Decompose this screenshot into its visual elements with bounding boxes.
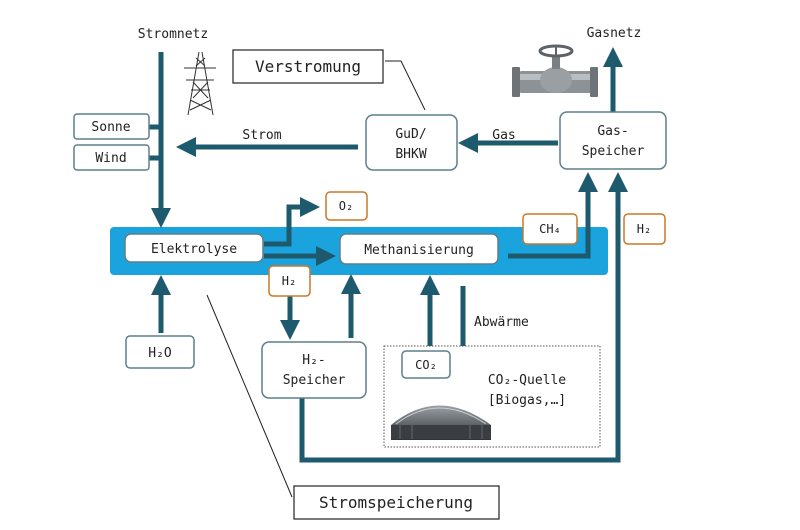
box-h2-speicher-line1: H₂- bbox=[302, 353, 325, 368]
tag-ch4 bbox=[522, 213, 578, 245]
callout-stromspeicherung bbox=[293, 485, 500, 520]
box-wind bbox=[73, 144, 150, 171]
label-strom: Strom bbox=[242, 128, 281, 143]
gas-valve-icon bbox=[512, 44, 598, 97]
box-h2-speicher-line2: Speicher bbox=[283, 373, 346, 388]
label-stromnetz: Stromnetz bbox=[138, 27, 208, 42]
box-h2o-label: H₂O bbox=[148, 346, 172, 361]
label-gasnetz: Gasnetz bbox=[587, 26, 642, 41]
box-gud-line2: BHKW bbox=[395, 147, 426, 162]
tag-o2 bbox=[325, 191, 368, 221]
tag-co2-label: CO₂ bbox=[415, 358, 437, 372]
callout-stromspeicherung-label: Stromspeicherung bbox=[319, 493, 473, 512]
callout-verstromung-label: Verstromung bbox=[255, 57, 361, 76]
arrow-ch4 bbox=[508, 172, 598, 259]
tag-co2 bbox=[401, 350, 451, 379]
box-gud-line1: GuD/ bbox=[395, 127, 426, 142]
box-sonne bbox=[73, 113, 150, 140]
tag-h2-left-label: H₂ bbox=[282, 274, 296, 288]
box-elektrolyse-label: Elektrolyse bbox=[151, 242, 237, 257]
tag-h2-right bbox=[623, 213, 666, 245]
box-elektrolyse bbox=[124, 233, 264, 263]
box-co2-quelle-line1: CO₂-Quelle bbox=[488, 373, 566, 388]
power-pylon-icon bbox=[184, 51, 216, 116]
box-h2o bbox=[125, 335, 195, 369]
label-abwaerme: Abwärme bbox=[474, 315, 529, 330]
box-sonne-label: Sonne bbox=[91, 120, 130, 135]
tag-h2-left bbox=[268, 265, 311, 297]
tag-h2-right-label: H₂ bbox=[637, 222, 651, 236]
tag-ch4-label: CH₄ bbox=[539, 222, 561, 236]
box-co2-quelle-line2: [Biogas,…] bbox=[488, 393, 566, 408]
label-gas: Gas bbox=[492, 128, 515, 143]
box-gas-speicher-line1: Gas- bbox=[597, 124, 628, 139]
callout-verstromung bbox=[232, 49, 384, 84]
leader-verstromung bbox=[385, 60, 426, 111]
arrow-h2-loop bbox=[299, 172, 628, 463]
biogas-dome-icon bbox=[391, 405, 491, 440]
box-gud-bhkw bbox=[365, 114, 458, 171]
box-wind-label: Wind bbox=[95, 151, 126, 166]
tag-o2-label: O₂ bbox=[339, 199, 353, 213]
box-h2-speicher bbox=[261, 341, 367, 399]
leader-stromspeicherung bbox=[206, 294, 293, 498]
box-gas-speicher bbox=[559, 111, 667, 170]
arrow-o2 bbox=[264, 197, 320, 247]
box-gas-speicher-line2: Speicher bbox=[582, 144, 645, 159]
box-methanisierung bbox=[339, 233, 499, 265]
box-methanisierung-label: Methanisierung bbox=[364, 243, 474, 258]
